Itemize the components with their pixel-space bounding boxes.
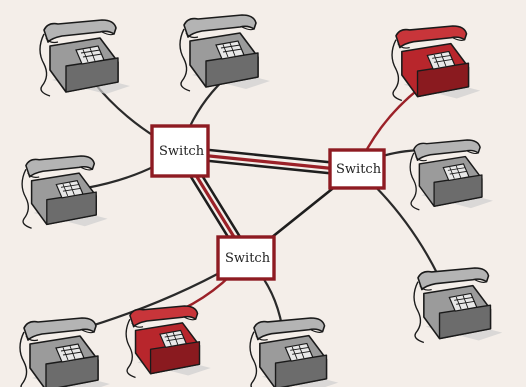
switch-box: [216, 235, 276, 281]
switch-box: [328, 148, 386, 190]
switch-label: Switch: [336, 162, 382, 177]
telephone-icon: [413, 267, 504, 344]
switch-3-node: Switch: [216, 235, 276, 281]
telephone-icon: [409, 139, 494, 211]
telephone-icon: [39, 19, 131, 97]
switch-box: [150, 124, 210, 178]
telephone-icon: [249, 317, 340, 387]
links-layer: [76, 72, 440, 332]
telephone-icon: [391, 25, 482, 102]
telephone-icon: [21, 155, 109, 229]
switch-label: Switch: [225, 251, 271, 266]
switch-2-node: Switch: [328, 148, 386, 190]
telephone-icon: [125, 305, 212, 379]
switch-label: Switch: [159, 144, 205, 159]
phones-layer: [19, 14, 504, 387]
telephone-icon: [19, 317, 111, 387]
telephone-icon: [179, 14, 271, 92]
switch-1-node: Switch: [150, 124, 210, 178]
